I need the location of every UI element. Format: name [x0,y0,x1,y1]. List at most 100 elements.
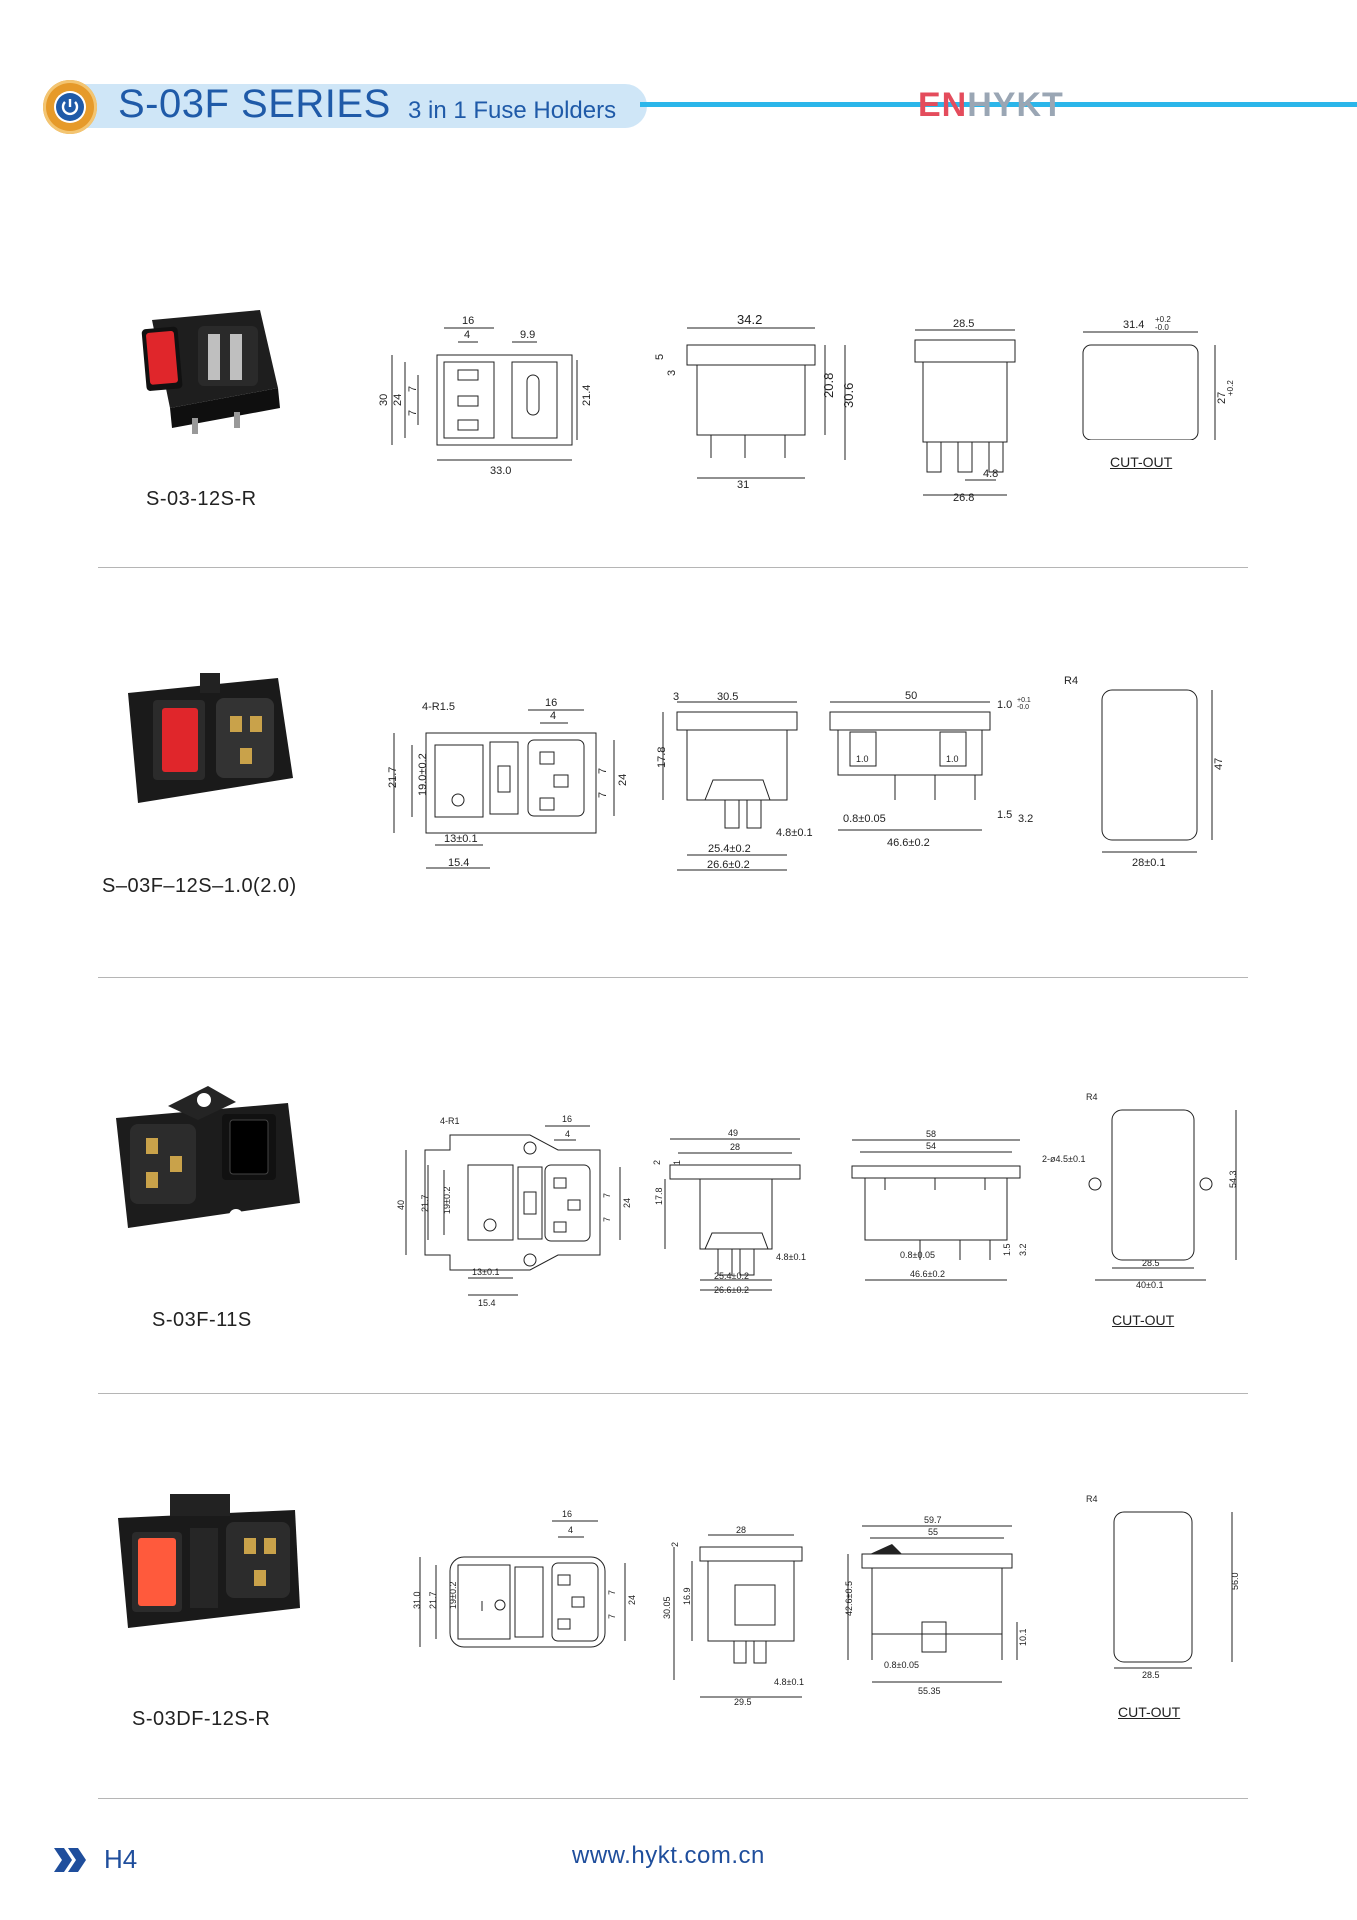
svg-text:26.6±0.2: 26.6±0.2 [714,1285,749,1295]
website-url: www.hykt.com.cn [572,1842,765,1869]
svg-text:4.8±0.1: 4.8±0.1 [774,1677,804,1687]
brand-logo: ENHYKT [918,86,1064,124]
model-label-3: S-03F-11S [152,1309,252,1331]
svg-text:24: 24 [622,1198,632,1208]
svg-text:19±0.2: 19±0.2 [442,1187,452,1214]
side-view-drawing-2: 3 30.5 17.8 4.8±0.1 25.4±0.2 26.6±0.2 [655,690,825,880]
cutout-label-4: CUT-OUT [1118,1704,1181,1720]
front-view-drawing-3: 4-R1 16 4 40 21.7 19±0.2 7 7 24 13±0.1 1… [390,1110,650,1310]
svg-text:R4: R4 [1086,1494,1098,1504]
svg-text:19±0.2: 19±0.2 [448,1582,458,1609]
series-title: S-03F SERIES [118,82,391,126]
svg-text:21.7: 21.7 [387,767,399,788]
front-view-drawing-1: 16 4 9.9 30 24 7 7 21.4 33.0 [372,310,592,480]
svg-text:3: 3 [673,691,679,703]
svg-text:55: 55 [928,1527,938,1537]
power-logo-icon [43,80,97,134]
svg-text:15.4: 15.4 [478,1298,496,1308]
svg-text:58: 58 [926,1129,936,1139]
section-divider-2 [98,977,1248,978]
svg-text:50: 50 [905,690,917,702]
svg-text:46.6±0.2: 46.6±0.2 [887,837,930,849]
svg-text:34.2: 34.2 [737,312,762,327]
svg-text:56.0: 56.0 [1230,1572,1240,1590]
svg-text:+0.2: +0.2 [1226,380,1235,396]
svg-text:4: 4 [565,1129,570,1139]
svg-text:7: 7 [607,1590,617,1595]
svg-text:3.2: 3.2 [1018,813,1033,825]
svg-text:49: 49 [728,1128,738,1138]
model-label-2: S–03F–12S–1.0(2.0) [102,875,297,897]
svg-text:7: 7 [602,1217,612,1222]
svg-text:7: 7 [407,410,419,416]
svg-text:30.5: 30.5 [717,691,738,703]
product-photo-3 [108,1078,308,1238]
svg-text:30.05: 30.05 [662,1596,672,1619]
svg-text:16: 16 [562,1509,572,1519]
svg-text:-0.0: -0.0 [1017,704,1029,711]
svg-text:40: 40 [396,1200,406,1210]
svg-text:2-ø4.5±0.1: 2-ø4.5±0.1 [1042,1154,1085,1164]
end-view-drawing-3: 58 54 0.8±0.05 1.5 3.2 46.6±0.2 [840,1128,1040,1288]
svg-text:R4: R4 [1086,1092,1098,1102]
svg-text:25.4±0.2: 25.4±0.2 [708,843,751,855]
end-view-drawing-4: 59.7 55 42.6±0.5 10.1 0.8±0.05 55.35 [832,1510,1032,1700]
front-view-drawing-2: 4-R1.5 16 4 21.7 19.0±0.2 7 7 24 13±0.1 … [378,690,638,880]
section-divider-3 [98,1393,1248,1394]
svg-text:29.5: 29.5 [734,1697,752,1705]
header-banner [62,84,647,128]
svg-text:+0.1: +0.1 [1017,697,1031,704]
svg-text:2: 2 [670,1542,680,1547]
svg-text:19.0±0.2: 19.0±0.2 [417,753,429,796]
svg-text:13±0.1: 13±0.1 [472,1267,499,1277]
svg-text:13±0.1: 13±0.1 [444,833,478,845]
svg-text:54: 54 [926,1141,936,1151]
svg-text:7: 7 [597,792,609,798]
svg-text:3.2: 3.2 [1018,1243,1028,1256]
cutout-drawing-4: R4 56.0 28.5 [1080,1490,1260,1680]
svg-text:28±0.1: 28±0.1 [1132,857,1166,869]
product-photo-2 [118,668,298,808]
svg-text:21.4: 21.4 [581,385,592,406]
svg-text:4.8±0.1: 4.8±0.1 [776,1252,806,1262]
svg-text:28.5: 28.5 [953,318,974,330]
svg-text:21.7: 21.7 [428,1591,438,1609]
section-divider-4 [98,1798,1248,1799]
svg-text:28: 28 [730,1142,740,1152]
cutout-label-3: CUT-OUT [1112,1312,1175,1328]
product-photo-1 [130,298,290,438]
side-view-drawing-4: 2 28 16.9 30.05 4.8±0.1 29.5 [650,1525,820,1705]
svg-text:4: 4 [464,329,470,341]
side-view-drawing-1: 34.2 5 3 20.8 30.6 31 [645,310,865,490]
svg-text:1: 1 [672,1160,682,1165]
cutout-drawing-3: R4 2-ø4.5±0.1 54.3 28.5 40±0.1 [1040,1088,1240,1288]
svg-text:0.8±0.05: 0.8±0.05 [900,1250,935,1260]
svg-text:3: 3 [666,370,678,376]
svg-text:4: 4 [568,1525,573,1535]
svg-text:4.8: 4.8 [983,468,998,480]
svg-text:27: 27 [1216,392,1228,404]
svg-text:0.8±0.05: 0.8±0.05 [884,1660,919,1670]
svg-text:33.0: 33.0 [490,465,511,477]
svg-text:42.6±0.5: 42.6±0.5 [844,1581,854,1616]
svg-text:31.4: 31.4 [1123,319,1144,331]
svg-text:4.8±0.1: 4.8±0.1 [776,827,813,839]
svg-text:31.0: 31.0 [412,1591,422,1609]
end-view-drawing-1: 28.5 4.8 26.8 [905,315,1025,505]
svg-text:7: 7 [407,386,419,392]
cutout-label-1: CUT-OUT [1110,454,1173,470]
svg-text:46.6±0.2: 46.6±0.2 [910,1269,945,1279]
svg-text:21.7: 21.7 [420,1194,430,1212]
front-view-drawing-4: 16 4 31.0 21.7 19±0.2 7 7 24 [400,1505,650,1665]
svg-text:16: 16 [462,315,474,327]
svg-text:31: 31 [737,479,749,490]
svg-text:-0.0: -0.0 [1155,323,1169,332]
cutout-drawing-2: R4 47 28±0.1 [1060,672,1230,872]
svg-text:26.6±0.2: 26.6±0.2 [707,859,750,871]
svg-text:40±0.1: 40±0.1 [1136,1280,1163,1288]
svg-text:17.8: 17.8 [654,1187,664,1205]
svg-text:10.1: 10.1 [1018,1628,1028,1646]
svg-text:1.5: 1.5 [997,809,1012,821]
svg-text:4: 4 [550,710,556,722]
svg-text:4-R1.5: 4-R1.5 [422,701,455,713]
